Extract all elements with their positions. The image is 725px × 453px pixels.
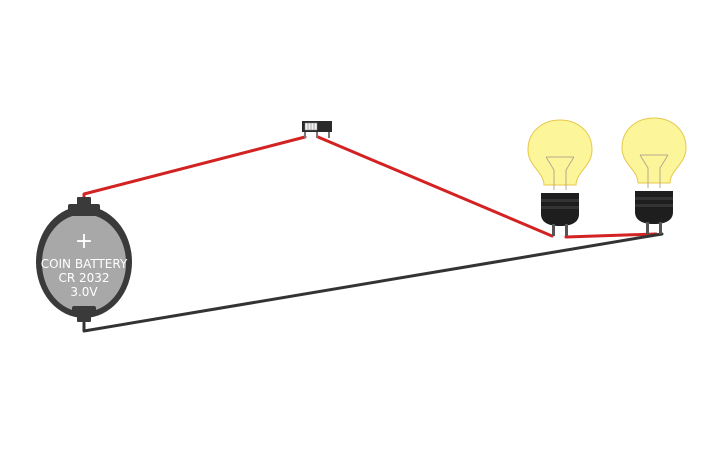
bulb-base xyxy=(635,191,673,224)
switch-pin-left xyxy=(304,132,306,138)
bulb-base-ring xyxy=(541,206,579,209)
battery-label-line-3: 3.0V xyxy=(70,285,98,299)
wire-bulb-1-to-bulb-2[interactable] xyxy=(564,232,658,239)
coin-battery[interactable]: + COIN BATTERY CR 2032 3.0V xyxy=(36,197,132,322)
wire-switch-to-bulb-1[interactable] xyxy=(316,135,554,238)
wire-bulb-2-to-battery[interactable] xyxy=(82,232,664,333)
bulb-base-ring xyxy=(541,199,579,202)
wire-battery-to-switch[interactable] xyxy=(82,135,307,202)
bulb-filament xyxy=(639,154,669,188)
bulb-glass xyxy=(621,117,687,184)
bulb-glass xyxy=(527,119,593,186)
battery-top-clip xyxy=(68,204,100,216)
switch-pin-right xyxy=(328,132,330,138)
battery-plus-symbol: + xyxy=(75,229,93,254)
battery-cell xyxy=(42,214,126,312)
battery-positive-terminal xyxy=(77,197,91,206)
bulb-pin xyxy=(659,222,662,234)
bulb-pin xyxy=(646,222,649,234)
battery-label-line-2: CR 2032 xyxy=(58,271,109,285)
bulb-pin xyxy=(565,224,568,236)
bulb-base-ring xyxy=(635,197,673,200)
battery-label-line-1: COIN BATTERY xyxy=(41,257,128,271)
bulb-base xyxy=(541,193,579,226)
bulb-pin xyxy=(552,224,555,236)
light-bulb[interactable] xyxy=(527,119,593,236)
bulb-base-ring xyxy=(635,204,673,207)
battery-bottom-clip xyxy=(72,306,96,315)
light-bulb[interactable] xyxy=(621,117,687,234)
slide-switch[interactable] xyxy=(302,121,332,138)
switch-pin-middle xyxy=(316,132,318,138)
bulb-filament xyxy=(545,156,575,190)
